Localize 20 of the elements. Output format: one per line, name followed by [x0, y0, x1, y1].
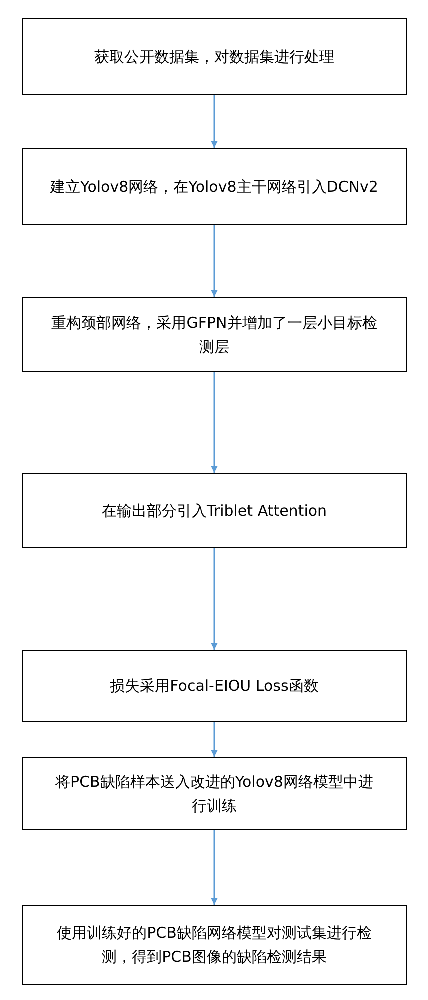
arrow	[211, 225, 218, 297]
step-text: 使用训练好的PCB缺陷网络模型对测试集进行检测，得到PCB图像的缺陷检测结果	[56, 923, 373, 968]
step-text: 损失采用Focal-EIOU Loss函数	[110, 676, 319, 697]
step-text: 建立Yolov8网络，在Yolov8主干网络引入DCNv2	[50, 176, 378, 198]
process-box	[22, 297, 407, 372]
process-box	[22, 148, 407, 225]
step-text: 在输出部分引入Triblet Attention	[102, 500, 328, 522]
arrow	[211, 830, 218, 905]
step-text: 获取公开数据集，对数据集进行处理	[94, 46, 334, 68]
process-box	[22, 18, 407, 95]
arrow	[211, 722, 218, 757]
arrow	[211, 95, 218, 148]
process-box	[22, 905, 407, 985]
process-box	[22, 473, 407, 548]
process-box	[22, 650, 407, 722]
arrow	[211, 372, 218, 473]
process-box	[22, 757, 407, 830]
step-text: 重构颈部网络，采用GFPN并增加了一层小目标检测层	[50, 312, 378, 358]
arrow	[211, 548, 218, 650]
step-text: 将PCB缺陷样本送入改进的Yolov8网络模型中进行训练	[54, 772, 374, 816]
